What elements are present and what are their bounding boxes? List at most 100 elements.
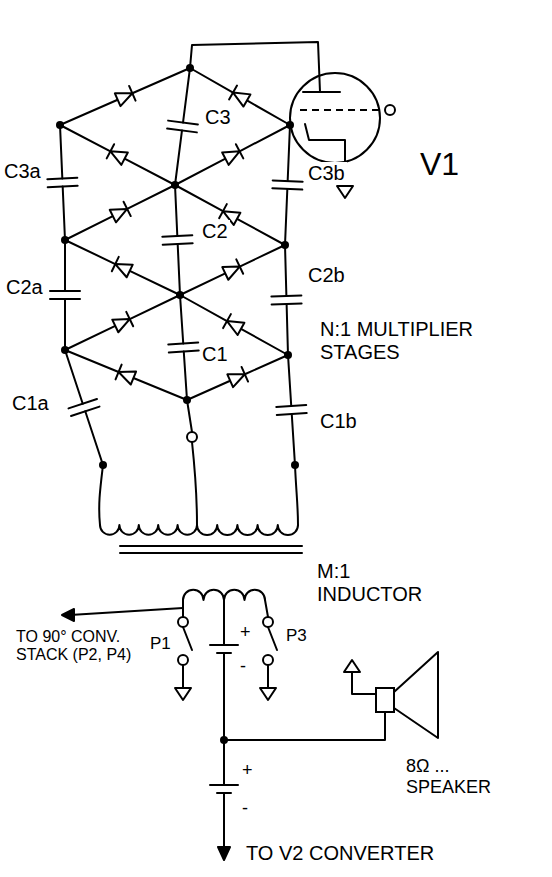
capacitor-label: C1a <box>10 392 51 415</box>
junction-dot <box>284 351 292 359</box>
diode-symbol <box>227 321 244 335</box>
wire <box>175 185 177 236</box>
switch-blade <box>268 627 277 650</box>
wire <box>267 680 269 688</box>
speaker-cone <box>394 652 438 738</box>
switch-label: P1 <box>148 634 173 654</box>
ground-symbol <box>260 688 276 700</box>
ground-symbol <box>337 186 353 198</box>
diode-bar <box>124 202 131 216</box>
wire <box>223 740 225 785</box>
diode-bar <box>223 314 231 328</box>
terminal <box>187 432 197 442</box>
junction-dot <box>61 346 69 354</box>
wire <box>175 159 225 185</box>
capacitor-plate <box>277 413 307 415</box>
wire <box>183 68 190 123</box>
capacitor-plate <box>48 186 78 187</box>
diode-symbol <box>119 372 136 385</box>
polarity-mark: - <box>240 798 250 819</box>
wire <box>292 414 295 465</box>
capacitor-plate <box>71 407 99 416</box>
wire <box>352 672 376 694</box>
wire <box>190 68 233 93</box>
wire <box>64 240 66 291</box>
primary-winding <box>183 590 265 600</box>
diode-symbol <box>112 319 129 332</box>
terminal <box>178 655 188 665</box>
capacitor-plate <box>271 295 301 298</box>
arrowhead <box>218 847 230 860</box>
capacitor-label: C3b <box>306 162 347 185</box>
wire <box>223 600 225 645</box>
capacitor-plate <box>69 399 97 408</box>
diode-bar <box>107 144 114 158</box>
terminal <box>263 617 273 627</box>
switch-blade <box>183 627 192 650</box>
capacitor-label: C1 <box>200 343 230 366</box>
diode-bar <box>116 365 122 380</box>
stage-note: N:1 MULTIPLIER STAGES <box>318 318 547 364</box>
diode-bar <box>236 259 243 273</box>
wire <box>133 378 187 400</box>
wire <box>224 712 385 740</box>
capacitor-plate <box>167 129 197 133</box>
wire <box>187 381 230 400</box>
wire <box>99 465 103 525</box>
capacitor-label: C2 <box>200 220 230 243</box>
diode-bar <box>129 86 135 101</box>
wire <box>240 245 285 267</box>
wire <box>175 185 223 211</box>
wire <box>60 125 110 151</box>
terminal <box>178 617 188 627</box>
junction-dot <box>56 121 64 129</box>
ground-symbol <box>175 688 191 700</box>
junction-dot <box>281 241 289 249</box>
diode-symbol <box>115 264 132 277</box>
diode-symbol <box>115 93 132 106</box>
battery-plate <box>210 784 238 786</box>
wire <box>180 295 183 344</box>
diode-bar <box>242 367 249 382</box>
wire <box>267 665 269 680</box>
wire <box>182 680 184 688</box>
diode-symbol <box>222 151 239 165</box>
capacitor-plate <box>163 243 193 244</box>
wire <box>130 295 180 319</box>
tube-plate <box>303 91 340 93</box>
wire <box>223 793 225 848</box>
wire <box>65 326 115 350</box>
wire <box>65 240 115 264</box>
wire <box>184 351 187 400</box>
tube-label: V1 <box>418 146 461 183</box>
terminal <box>263 655 273 665</box>
battery-plate <box>210 644 238 646</box>
wire <box>247 100 290 125</box>
capacitor-plate <box>168 343 198 345</box>
inductor-note: M:1 INDUCTOR <box>315 560 449 606</box>
capacitor-label: C3 <box>203 106 233 129</box>
wire <box>125 159 175 185</box>
diode-symbol <box>110 209 127 222</box>
tube-grid <box>300 109 384 111</box>
wire <box>63 186 65 240</box>
capacitor-plate <box>272 188 302 189</box>
wire <box>65 350 83 404</box>
wire <box>178 244 180 295</box>
wire <box>285 245 286 296</box>
diode-symbol <box>227 374 244 387</box>
capacitor-label: C3a <box>2 160 43 183</box>
terminal <box>385 105 395 115</box>
diode-bar <box>229 86 237 100</box>
polarity-mark: + <box>238 622 253 643</box>
wire <box>130 271 180 295</box>
capacitor-plate <box>273 180 303 181</box>
diode-symbol <box>222 267 239 280</box>
diode-bar <box>112 257 119 271</box>
wire <box>85 411 103 465</box>
polarity-mark: - <box>238 656 248 677</box>
capacitor-plate <box>272 303 302 306</box>
capacitor-plate <box>169 350 199 352</box>
junction-dot <box>176 291 184 299</box>
